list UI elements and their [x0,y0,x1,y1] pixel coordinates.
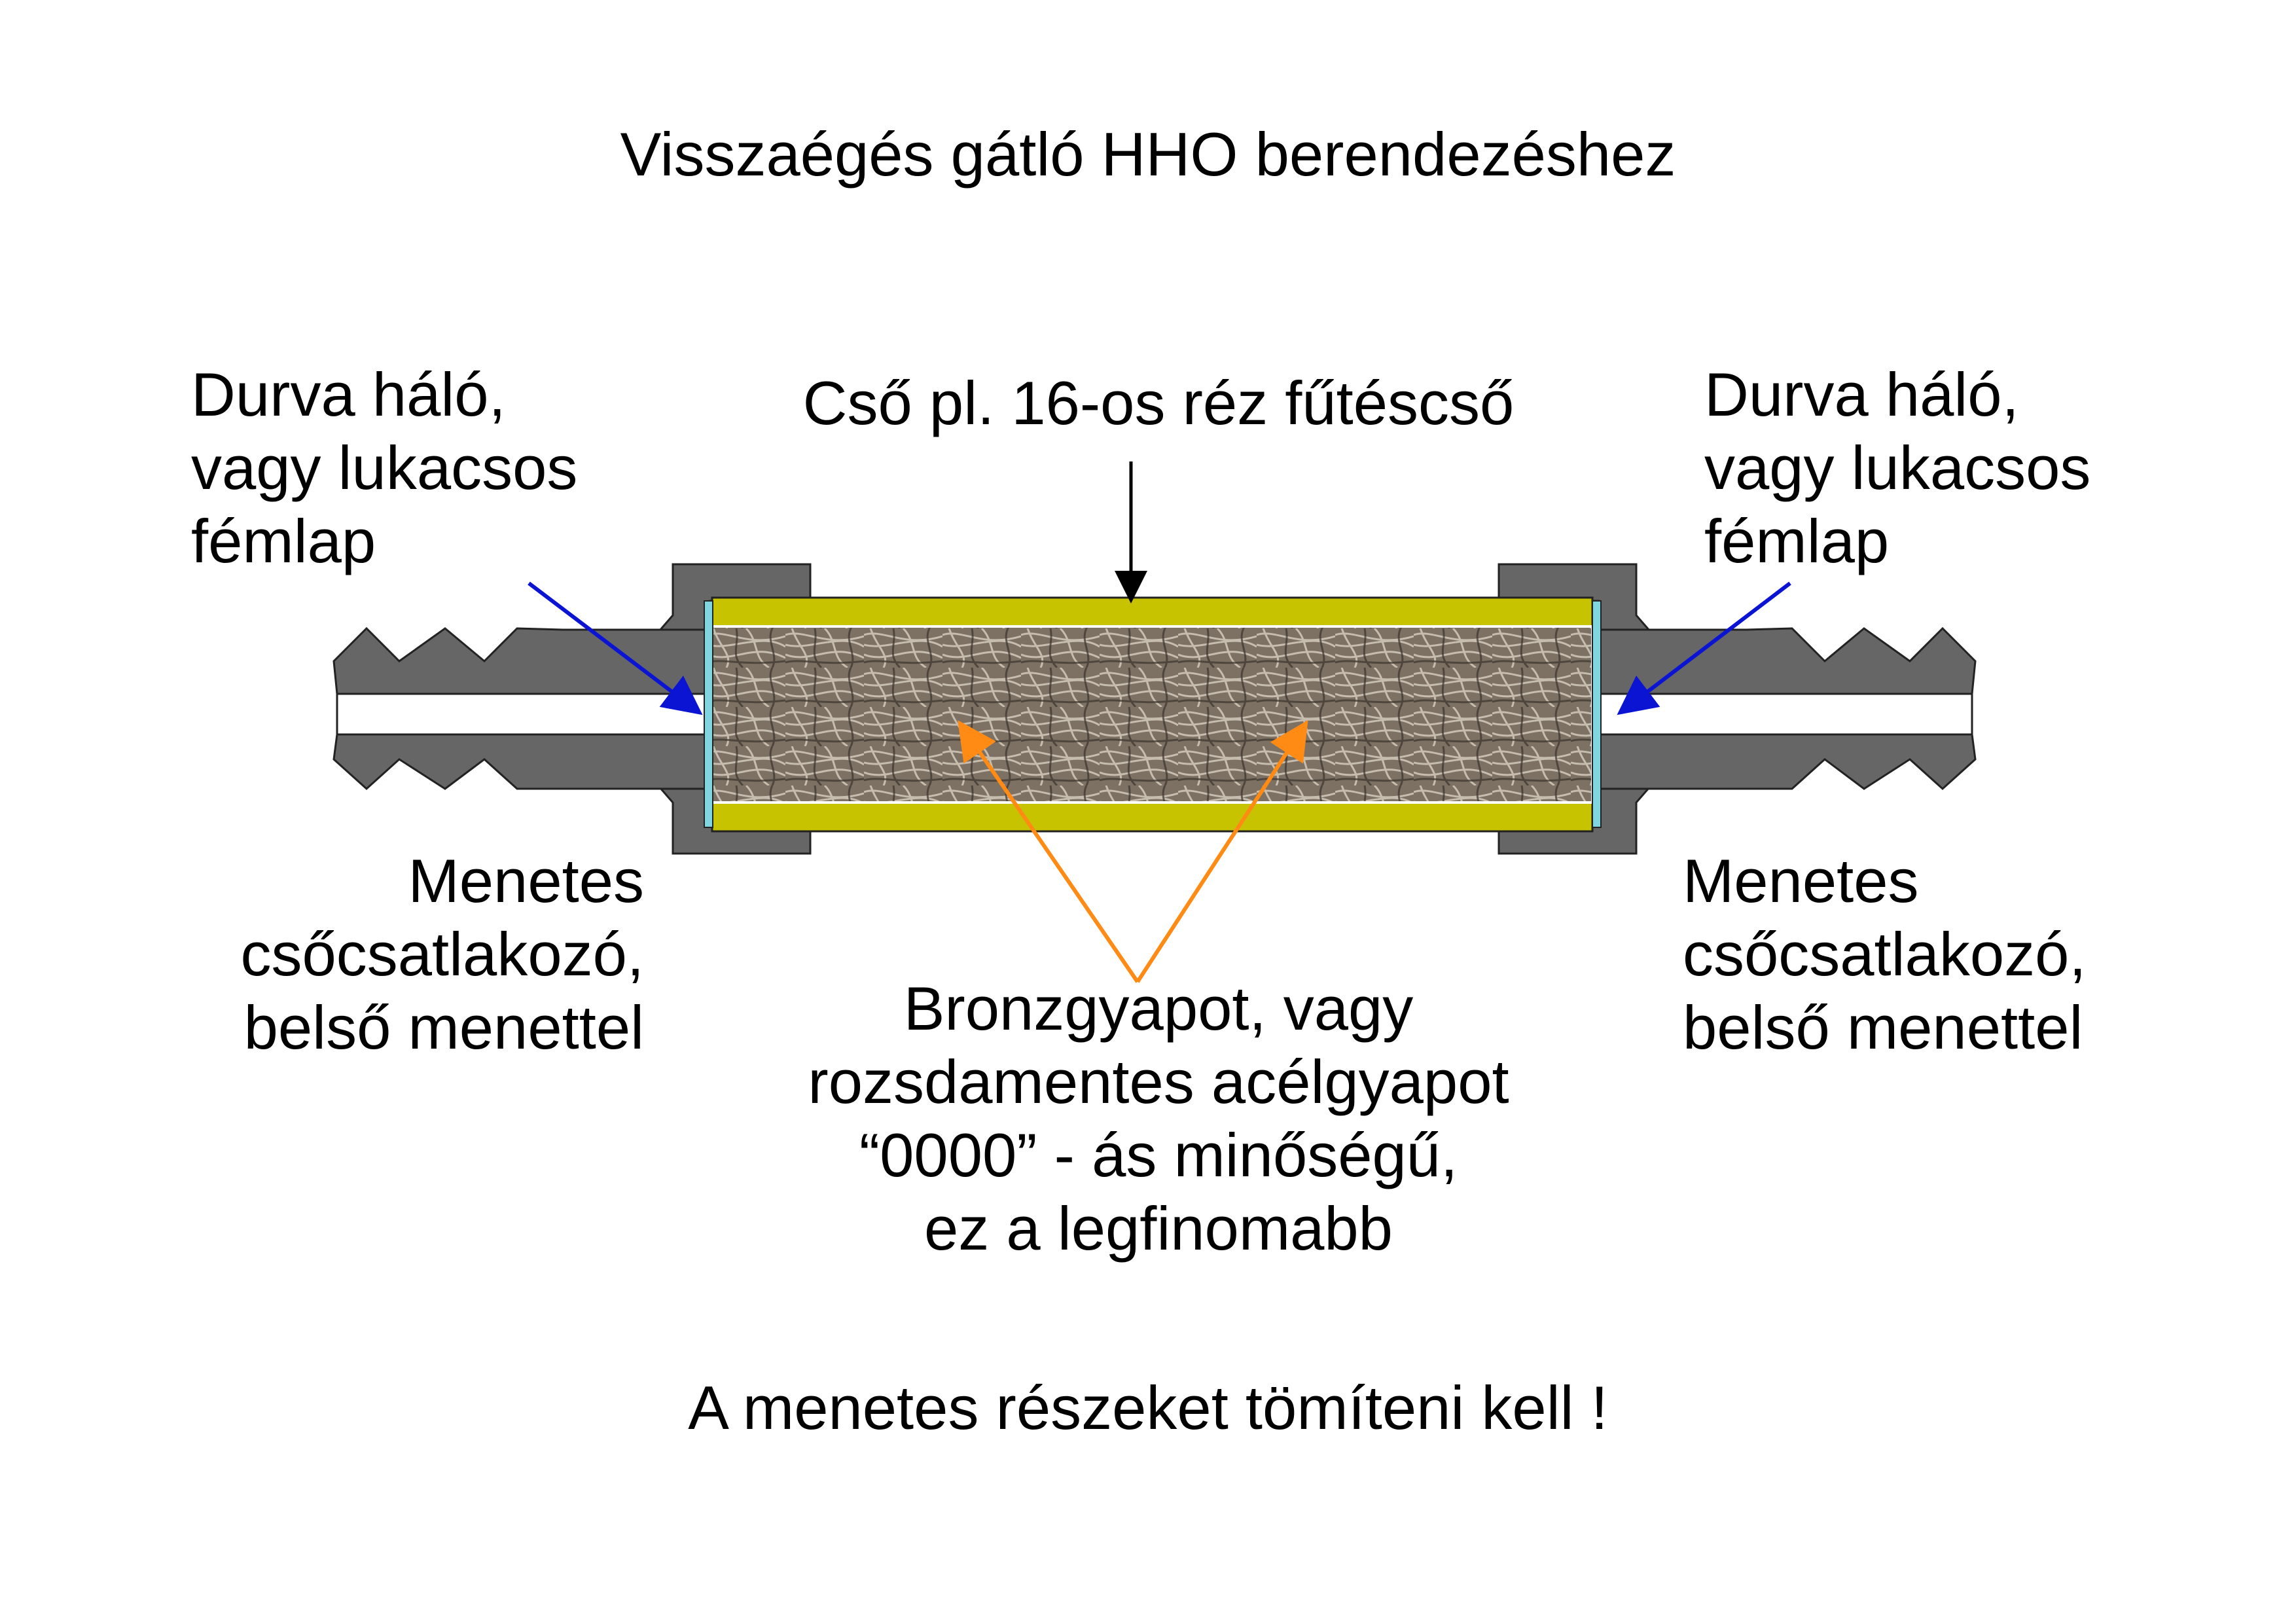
mesh-left-line: fémlap [191,507,376,575]
left-bore [336,693,711,736]
steel-wool-fill [711,625,1594,804]
mesh-right-line: fémlap [1704,507,1890,575]
copper-pipe [711,596,1594,833]
mesh-right-line: vagy lukacsos [1704,433,2091,502]
wool-line: Bronzgyapot, vagy [903,974,1414,1043]
pipe-label: Cső pl. 16-os réz fűtéscső [655,367,1662,440]
fitting-left-line: Menetes [408,846,644,915]
right-bore [1598,693,1973,736]
mesh-left-arrow [528,581,703,715]
mesh-left-label: Durva háló, vagy lukacsos fémlap [191,358,577,578]
left-mesh-screen [704,600,713,828]
diagram-title: Visszaégés gátló HHO berendezéshez [620,120,1676,189]
right-fitting [1498,563,1977,855]
mesh-right-line: Durva háló, [1704,360,2019,429]
pipe-wall-top [711,596,1594,628]
mesh-left-line: Durva háló, [191,360,506,429]
footer-note: A menetes részeket tömíteni kell ! [688,1373,1608,1442]
fitting-right-label: Menetes csőcsatlakozó, belső menettel [1683,844,2087,1064]
wool-arrow-right [1136,719,1308,983]
mesh-left-line: vagy lukacsos [191,433,578,502]
mesh-screens [704,600,1602,828]
mesh-right-label: Durva háló, vagy lukacsos fémlap [1704,358,2090,578]
pipe-label-line: Cső pl. 16-os réz fűtéscső [802,369,1515,437]
fitting-left-line: csőcsatlakozó, [240,920,644,988]
mesh-right-arrow [1617,581,1791,715]
wool-line: rozsdamentes acélgyapot [808,1047,1509,1116]
fitting-left-label: Menetes csőcsatlakozó, belső menettel [131,844,644,1064]
wool-line: “0000” - ás minőségű, [859,1121,1458,1189]
wool-arrow-left [958,720,1139,983]
right-mesh-screen [1592,600,1602,828]
fitting-right-line: csőcsatlakozó, [1683,920,2087,988]
fitting-right-line: belső menettel [1683,993,2083,1062]
fitting-right-line: Menetes [1683,846,1919,915]
left-fitting [332,563,812,855]
fitting-left-line: belső menettel [243,993,644,1062]
wool-label: Bronzgyapot, vagy rozsdamentes acélgyapo… [655,972,1662,1265]
pipe-wall-bottom [711,801,1594,833]
wool-line: ez a legfinomabb [924,1194,1393,1263]
